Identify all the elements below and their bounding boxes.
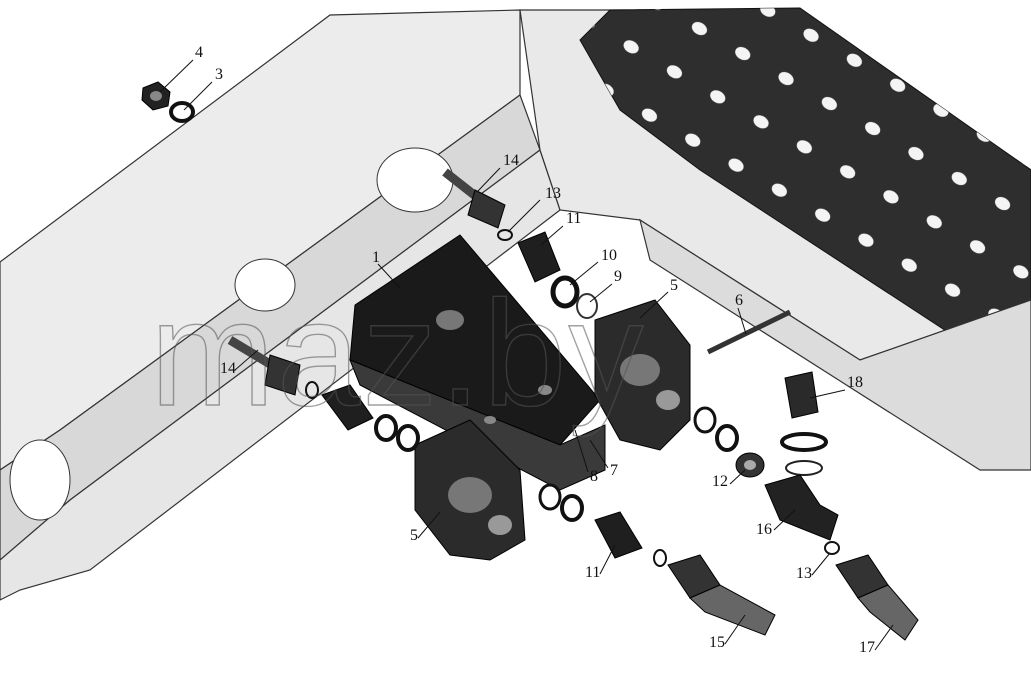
callout-c-13b: 13	[796, 565, 812, 582]
callout-c-10: 10	[601, 247, 617, 264]
callout-c-1: 1	[372, 249, 380, 266]
callout-c-17: 17	[859, 639, 875, 656]
callout-c-5b: 5	[410, 527, 418, 544]
callout-c-18: 18	[847, 374, 863, 391]
connector-part-17	[835, 554, 919, 641]
fitting-part-11-lower-left	[321, 384, 374, 431]
valve-part-5-upper	[594, 299, 691, 451]
ring-part-9	[576, 293, 598, 319]
callout-c-14a: 14	[503, 152, 519, 169]
rings-lower-middle	[538, 483, 584, 522]
washer-part-13-lower	[824, 541, 840, 555]
rings-lower-left	[374, 414, 420, 452]
callout-c-12: 12	[712, 473, 728, 490]
callout-c-9: 9	[614, 268, 622, 285]
bolt-part-14-upper	[442, 168, 506, 229]
washer-part-3	[169, 101, 195, 123]
watermark-text: maz.by	[150, 269, 645, 437]
connector-part-15	[667, 554, 776, 636]
washer-part-14-lower	[305, 381, 319, 399]
callout-c-4a: 4	[195, 44, 203, 61]
plug-part-18	[780, 371, 828, 476]
bracket-part-1	[349, 234, 606, 491]
leader-lines	[159, 59, 894, 651]
fitting-part-11-lower	[594, 511, 643, 559]
callout-c-13a: 13	[545, 185, 561, 202]
rings-right	[693, 406, 739, 452]
callout-c-6: 6	[735, 292, 743, 309]
callout-c-15: 15	[709, 634, 725, 651]
pin-part-6	[706, 309, 792, 355]
callout-c-11b: 11	[585, 564, 600, 581]
callout-c-3a: 3	[215, 66, 223, 83]
callout-c-14b: 14	[220, 360, 236, 377]
washer-part-13-upper	[497, 229, 513, 241]
frame-cross-member	[519, 7, 1031, 471]
callout-c-8: 8	[590, 468, 598, 485]
bolt-part-14-lower	[227, 336, 301, 396]
callout-c-7: 7	[610, 462, 618, 479]
tee-part-16	[764, 474, 839, 541]
callout-c-5a: 5	[670, 277, 678, 294]
ring-part-10	[550, 275, 580, 309]
washer-small-lower	[653, 549, 667, 567]
callout-c-11a: 11	[566, 210, 581, 227]
callout-c-16: 16	[756, 521, 772, 538]
nut-part-12	[735, 452, 765, 478]
fitting-part-11-upper	[517, 231, 561, 283]
valve-part-5-lower	[414, 419, 526, 561]
